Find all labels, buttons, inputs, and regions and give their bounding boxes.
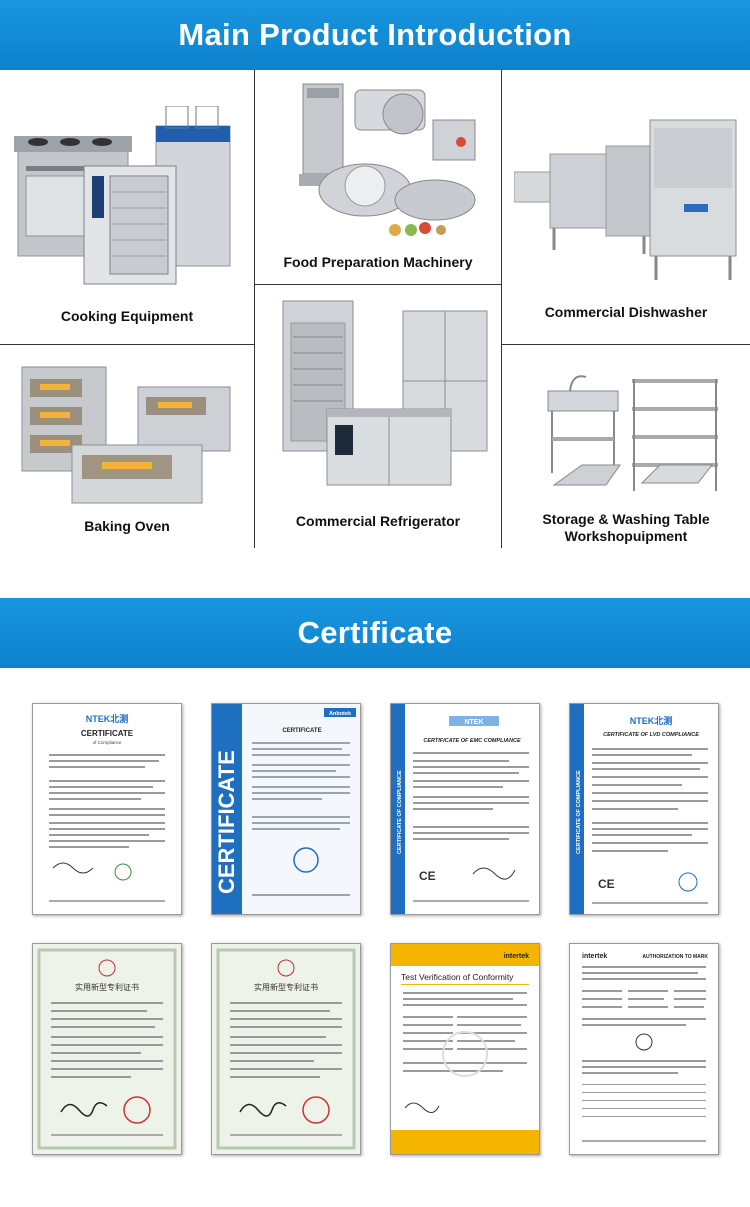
certificate-title: CERTIFICATE: [81, 729, 134, 738]
certificate-section-title: Certificate: [0, 598, 750, 668]
certificate-title: AUTHORIZATION TO MARK: [642, 954, 708, 960]
certificate-anbotek[interactable]: CERTIFICATE Anbotek CERTIFICATE: [211, 703, 361, 915]
product-name: Baking Oven: [84, 518, 170, 534]
product-card-cooking-equipment[interactable]: Cooking Equipment: [0, 70, 254, 344]
certificate-document-image: NTEK北测 CERTIFICATE of Compliance: [49, 713, 165, 902]
certificate-title: 实用新型专利证书: [75, 982, 139, 992]
product-card-baking-oven[interactable]: Baking Oven: [0, 345, 254, 548]
product-name: Cooking Equipment: [60, 308, 194, 324]
product-name: Commercial Refrigerator: [295, 513, 461, 529]
svg-text:CE: CE: [419, 869, 436, 883]
grid-divider: [254, 284, 501, 285]
product-card-food-preparation[interactable]: Food Preparation Machinery: [255, 70, 501, 284]
product-card-refrigerator[interactable]: Commercial Refrigerator: [255, 285, 501, 548]
certificate-title: CERTIFICATE OF LVD COMPLIANCE: [603, 732, 699, 738]
certificate-issuer: NTEK: [464, 719, 483, 726]
certificate-document-image: intertek Test Verification of Conformity: [391, 944, 539, 1154]
certificate-issuer: intertek: [582, 953, 607, 960]
certificate-patent-2[interactable]: 实用新型专利证书: [211, 943, 361, 1155]
certificate-ntek-compliance[interactable]: NTEK北测 CERTIFICATE of Compliance: [32, 703, 182, 915]
certificate-side-text: CERTIFICATE OF COMPLIANCE: [397, 770, 403, 854]
baking-oven-image: [21, 366, 231, 504]
certificate-issuer: NTEK北测: [86, 713, 129, 724]
product-grid: Cooking Equipment Food Preparation Machi…: [0, 70, 750, 548]
grid-divider: [0, 344, 254, 345]
certificate-issuer: Anbotek: [329, 711, 352, 717]
grid-divider: [501, 344, 750, 345]
food-preparation-image: [299, 83, 476, 236]
certificate-document-image: CERTIFICATE Anbotek CERTIFICATE: [212, 704, 360, 914]
certificate-authorization-to-mark[interactable]: intertek AUTHORIZATION TO MARK: [569, 943, 719, 1155]
certificate-patent-1[interactable]: 实用新型专利证书: [32, 943, 182, 1155]
certificate-subtitle: of Compliance: [93, 740, 122, 745]
certificate-document-image: intertek AUTHORIZATION TO MARK: [582, 953, 708, 1142]
certificate-lvd[interactable]: CERTIFICATE OF COMPLIANCE NTEK北测 CERTIFI…: [569, 703, 719, 915]
refrigerator-image: [282, 300, 488, 486]
svg-text:CE: CE: [598, 877, 615, 891]
storage-washing-image: [547, 375, 718, 491]
product-card-storage-washing[interactable]: Storage & Washing Table Workshopuipment: [502, 345, 750, 548]
certificate-document-image: CERTIFICATE OF COMPLIANCE NTEK北测 CERTIFI…: [570, 704, 708, 914]
product-name: Storage & Washing Table Workshopuipment: [542, 511, 710, 544]
certificate-title: CERTIFICATE: [282, 728, 321, 734]
certificate-document-image: 实用新型专利证书: [212, 944, 360, 1154]
product-card-dishwasher[interactable]: Commercial Dishwasher: [502, 70, 750, 344]
certificate-issuer: intertek: [504, 953, 529, 960]
certificate-side-text: CERTIFICATE OF COMPLIANCE: [576, 770, 582, 854]
product-name: Commercial Dishwasher: [544, 304, 708, 320]
certificate-test-verification[interactable]: intertek Test Verification of Conformity: [390, 943, 540, 1155]
certificate-title: CERTIFICATE OF EMC COMPLIANCE: [423, 738, 521, 744]
certificate-title: 实用新型专利证书: [254, 982, 318, 992]
dishwasher-image: [514, 119, 737, 280]
grid-divider: [501, 70, 502, 548]
certificate-emc[interactable]: CERTIFICATE OF COMPLIANCE NTEK CERTIFICA…: [390, 703, 540, 915]
certificate-side-text: CERTIFICATE: [214, 750, 239, 894]
grid-divider: [254, 70, 255, 548]
certificate-document-image: CERTIFICATE OF COMPLIANCE NTEK CERTIFICA…: [391, 704, 529, 914]
certificate-title: Test Verification of Conformity: [401, 972, 514, 982]
products-section-title: Main Product Introduction: [0, 0, 750, 70]
cooking-equipment-image: [14, 106, 231, 285]
certificate-issuer: NTEK北测: [630, 715, 673, 726]
certificate-document-image: 实用新型专利证书: [33, 944, 181, 1154]
product-name: Food Preparation Machinery: [283, 254, 473, 270]
